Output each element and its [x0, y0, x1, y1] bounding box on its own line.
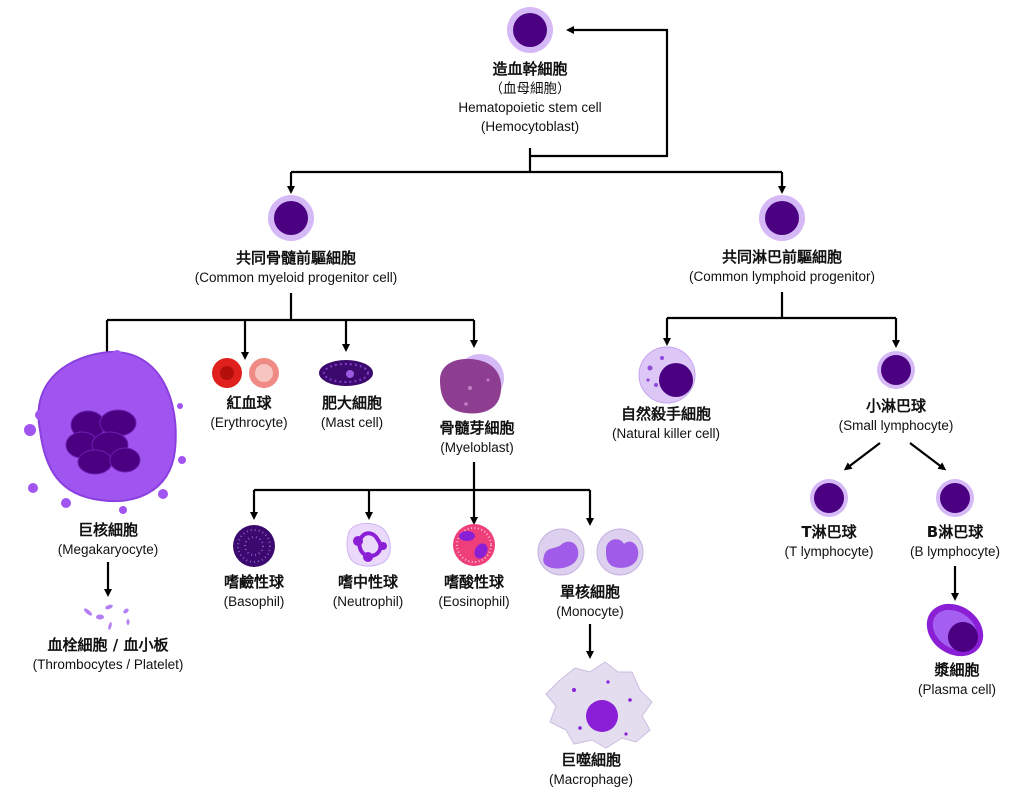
erythrocyte-zh: 紅血球	[226, 394, 272, 412]
b-lymph-zh: B淋巴球	[926, 523, 984, 541]
t-lymph-zh: T淋巴球	[801, 523, 857, 541]
macrophage-label: 巨噬細胞 (Macrophage)	[549, 751, 633, 789]
macrophage-en: (Macrophage)	[548, 772, 634, 787]
basophil-icon	[233, 525, 275, 567]
t-lymphocyte-icon	[810, 479, 848, 517]
mast-cell-icon	[319, 360, 373, 386]
clp-label: 共同淋巴前驅細胞 (Common lymphoid progenitor)	[689, 248, 875, 286]
macrophage-zh: 巨噬細胞	[560, 751, 622, 769]
erythrocyte-en: (Erythrocyte)	[210, 415, 288, 430]
myeloblast-en: (Myeloblast)	[440, 440, 514, 455]
monocyte-en: (Monocyte)	[556, 604, 624, 619]
plasma-label: 漿細胞 (Plasma cell)	[918, 661, 996, 699]
neutrophil-label: 嗜中性球 (Neutrophil)	[333, 573, 404, 611]
b-lymph-en: (B lymphocyte)	[909, 544, 1001, 559]
basophil-en: (Basophil)	[223, 594, 285, 609]
t-lymph-label: T淋巴球 (T lymphocyte)	[784, 523, 873, 561]
platelet-label: 血栓細胞 / 血小板 (Thrombocytes / Platelet)	[33, 636, 184, 674]
cmp-label: 共同骨髓前驅細胞 (Common myeloid progenitor cell…	[195, 249, 398, 287]
mast-zh: 肥大細胞	[321, 394, 383, 412]
small-lymph-en: (Small lymphocyte)	[838, 418, 954, 433]
myeloblast-zh: 骨髓芽細胞	[439, 419, 515, 437]
basophil-zh: 嗜鹼性球	[223, 573, 284, 591]
b-lymph-label: B淋巴球 (B lymphocyte)	[910, 523, 1000, 561]
monocyte-zh: 單核細胞	[559, 583, 620, 601]
hsc-en2: (Hemocytoblast)	[480, 119, 580, 134]
hsc-zh: 造血幹細胞	[492, 60, 568, 78]
platelets-icon	[83, 604, 130, 630]
self-renewal-arrow	[530, 26, 669, 158]
myeloblast-label: 骨髓芽細胞 (Myeloblast)	[439, 419, 514, 457]
neutrophil-zh: 嗜中性球	[337, 573, 398, 591]
small-lymph-zh: 小淋巴球	[865, 397, 926, 415]
hsc-alt: （血母細胞）	[489, 81, 571, 96]
erythrocyte-icon	[212, 358, 279, 388]
clp-zh: 共同淋巴前驅細胞	[721, 248, 843, 266]
t-lymph-en: (T lymphocyte)	[784, 544, 874, 559]
megakaryocyte-zh: 巨核細胞	[77, 521, 139, 539]
megakaryocyte-en: (Megakaryocyte)	[57, 542, 159, 557]
monocyte-icon	[537, 528, 644, 576]
neutrophil-en: (Neutrophil)	[332, 594, 404, 609]
neutrophil-icon	[346, 523, 391, 567]
eosinophil-zh: 嗜酸性球	[443, 573, 505, 591]
plasma-zh: 漿細胞	[934, 661, 980, 679]
basophil-label: 嗜鹼性球 (Basophil)	[224, 573, 285, 611]
megakaryocyte-icon	[24, 350, 186, 514]
macrophage-icon	[545, 661, 653, 749]
nk-cell-icon	[638, 346, 696, 404]
connector-lines	[103, 26, 959, 659]
eosinophil-en: (Eosinophil)	[438, 594, 510, 609]
platelet-zh: 血栓細胞 / 血小板	[47, 636, 169, 654]
monocyte-label: 單核細胞 (Monocyte)	[556, 583, 624, 621]
hsc-cell-icon	[507, 7, 553, 53]
clp-en: (Common lymphoid progenitor)	[688, 269, 876, 284]
platelet-en: (Thrombocytes / Platelet)	[32, 657, 184, 672]
eosinophil-label: 嗜酸性球 (Eosinophil)	[438, 573, 509, 611]
nk-en: (Natural killer cell)	[611, 426, 721, 441]
small-lymph-label: 小淋巴球 (Small lymphocyte)	[839, 397, 954, 435]
plasma-cell-icon	[926, 603, 984, 657]
eosinophil-icon	[453, 524, 495, 566]
plasma-en: (Plasma cell)	[917, 682, 997, 697]
mast-en: (Mast cell)	[320, 415, 384, 430]
nk-label: 自然殺手細胞 (Natural killer cell)	[612, 405, 720, 443]
clp-cell-icon	[759, 195, 805, 241]
hsc-en: Hematopoietic stem cell	[458, 100, 602, 115]
cmp-zh: 共同骨髓前驅細胞	[235, 249, 357, 267]
hsc-label: 造血幹細胞 （血母細胞） Hematopoietic stem cell (He…	[458, 60, 601, 136]
nk-zh: 自然殺手細胞	[620, 405, 711, 423]
b-lymphocyte-icon	[936, 479, 974, 517]
cmp-cell-icon	[268, 195, 314, 241]
megakaryocyte-label: 巨核細胞 (Megakaryocyte)	[58, 521, 159, 559]
myeloblast-icon	[440, 354, 504, 414]
mast-label: 肥大細胞 (Mast cell)	[321, 394, 383, 432]
small-lymphocyte-icon	[877, 351, 915, 389]
erythrocyte-label: 紅血球 (Erythrocyte)	[210, 394, 287, 432]
cmp-en: (Common myeloid progenitor cell)	[194, 270, 398, 285]
